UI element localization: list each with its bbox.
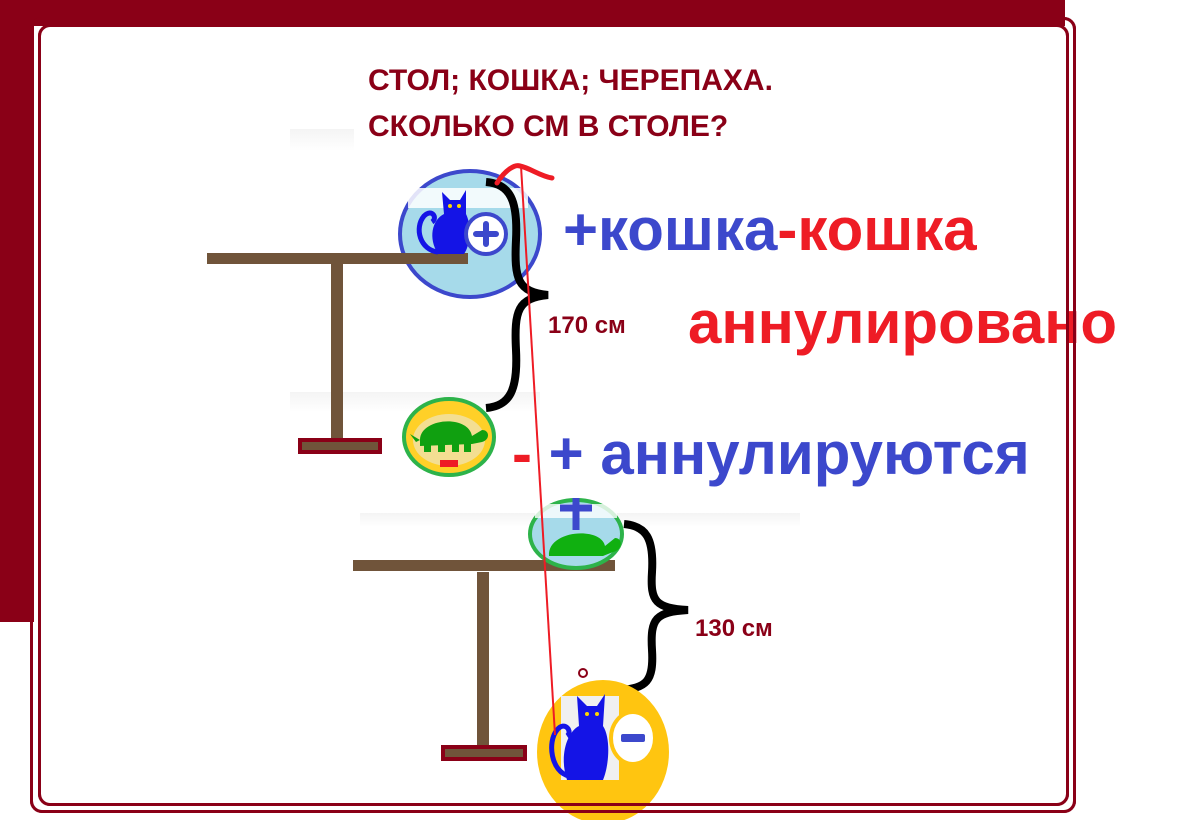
table-foot — [298, 438, 382, 454]
measurement-130: 130 см — [695, 615, 773, 642]
frame-top-band — [0, 0, 1065, 26]
turtle-plus-badge — [528, 498, 624, 570]
cat-minus-badge — [537, 680, 669, 820]
cat-icon — [416, 190, 470, 255]
title-line-1: СТОЛ; КОШКА; ЧЕРЕПАХА. — [368, 64, 773, 97]
table-top-board — [353, 560, 615, 571]
annotation-cancelled: аннулировано — [688, 289, 1118, 356]
annotation-cat-plus: +кошка — [563, 196, 778, 263]
annotation-cat-minus: -кошка — [777, 196, 977, 263]
table-leg — [477, 572, 489, 747]
annotation-minus: - — [512, 420, 532, 487]
cat-icon — [549, 694, 609, 780]
annotation-signs-line: - + аннулируются — [512, 424, 1030, 484]
title-line-2: СКОЛЬКО СМ В СТОЛЕ? — [368, 110, 729, 143]
table-top-board — [207, 253, 469, 264]
cat-plus-badge — [398, 169, 542, 299]
turtle-icon — [548, 533, 621, 556]
table-leg — [331, 264, 343, 439]
minus-sign-icon — [440, 460, 458, 467]
table-foot — [441, 745, 527, 761]
dot-mark — [578, 668, 588, 678]
page-title: СТОЛ; КОШКА; ЧЕРЕПАХА. СКОЛЬКО СМ В СТОЛЕ… — [368, 58, 773, 150]
annotation-cat-line: +кошка-кошка — [563, 200, 977, 260]
measurement-170: 170 см — [548, 312, 626, 339]
brace-130 — [619, 520, 689, 694]
frame-left-band — [0, 0, 34, 622]
minus-sign-icon — [621, 734, 645, 742]
ghost-rect — [290, 129, 354, 151]
turtle-icon — [410, 421, 488, 452]
brace-170 — [485, 178, 549, 412]
turtle-minus-badge — [402, 397, 496, 477]
annotation-plus-cancel: + аннулируются — [548, 420, 1030, 487]
